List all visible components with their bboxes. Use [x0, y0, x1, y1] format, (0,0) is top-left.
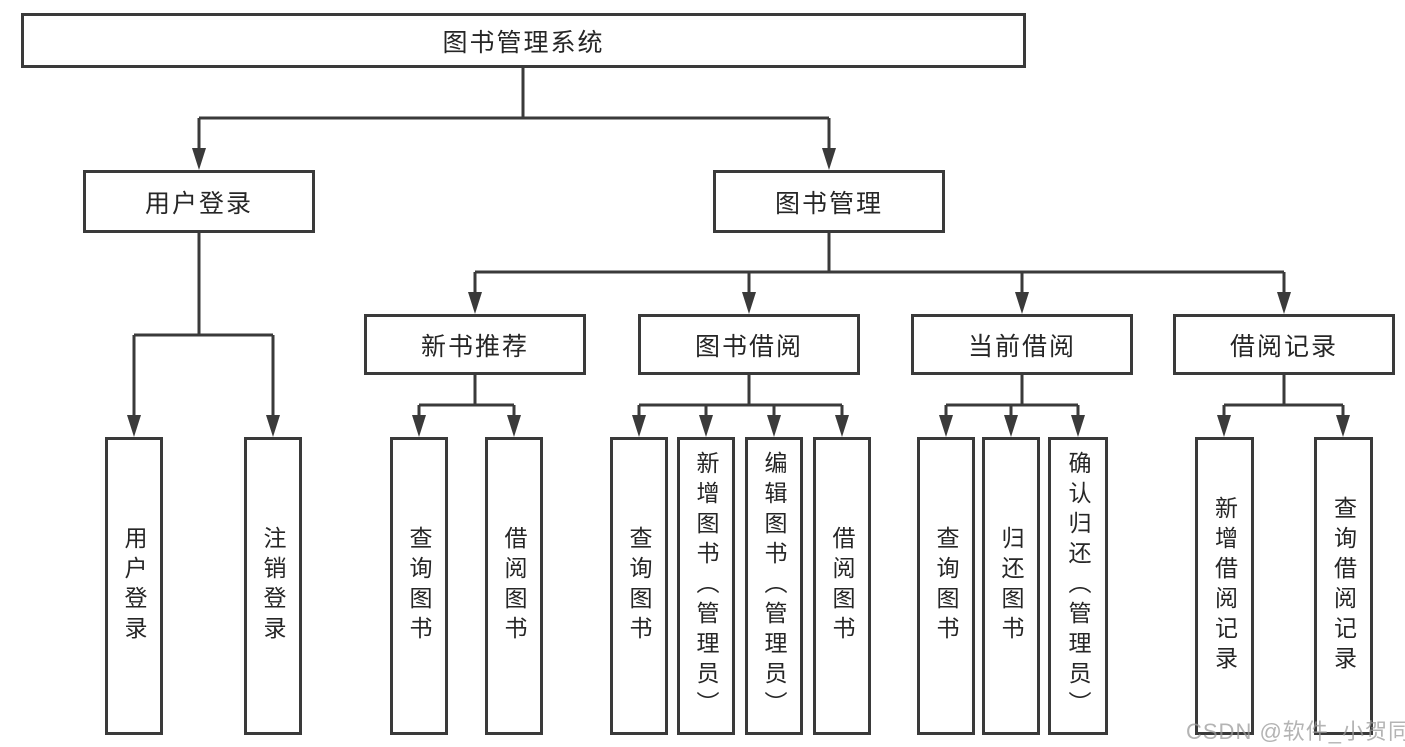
leaf-records-query-record: 查询借阅记录 — [1314, 437, 1373, 735]
leaf-newrec-query-books: 查询图书 — [390, 437, 448, 735]
leaf-borrow-edit-books-admin: 编辑图书（管理员） — [745, 437, 803, 735]
leaf-borrow-query-books: 查询图书 — [610, 437, 668, 735]
csdn-watermark: CSDN @软件_小贺同学 — [1186, 719, 1405, 744]
node-current-borrow: 当前借阅 — [911, 314, 1133, 375]
leaf-logout: 注销登录 — [244, 437, 302, 735]
connector-current-borrow — [944, 375, 1080, 421]
connector-user-login — [132, 233, 275, 421]
node-book-management: 图书管理 — [713, 170, 945, 233]
connector-root — [197, 68, 831, 152]
node-borrow-records: 借阅记录 — [1173, 314, 1395, 375]
leaf-current-return-books: 归还图书 — [982, 437, 1040, 735]
node-book-borrow: 图书借阅 — [638, 314, 860, 375]
connector-new-book-recommend — [417, 375, 516, 421]
leaf-newrec-borrow-books: 借阅图书 — [485, 437, 543, 735]
leaf-current-query-books: 查询图书 — [917, 437, 975, 735]
node-new-book-recommend: 新书推荐 — [364, 314, 586, 375]
connector-book-borrow — [637, 375, 844, 421]
leaf-user-login: 用户登录 — [105, 437, 163, 735]
leaf-borrow-add-books-admin: 新增图书（管理员） — [677, 437, 735, 735]
connector-borrow-records — [1222, 375, 1345, 421]
connector-book-management — [473, 233, 1286, 297]
node-library-management-system: 图书管理系统 — [21, 13, 1026, 68]
leaf-borrow-borrow-books: 借阅图书 — [813, 437, 871, 735]
node-user-login: 用户登录 — [83, 170, 315, 233]
leaf-current-confirm-return-admin: 确认归还（管理员） — [1048, 437, 1108, 735]
leaf-records-add-record: 新增借阅记录 — [1195, 437, 1254, 735]
